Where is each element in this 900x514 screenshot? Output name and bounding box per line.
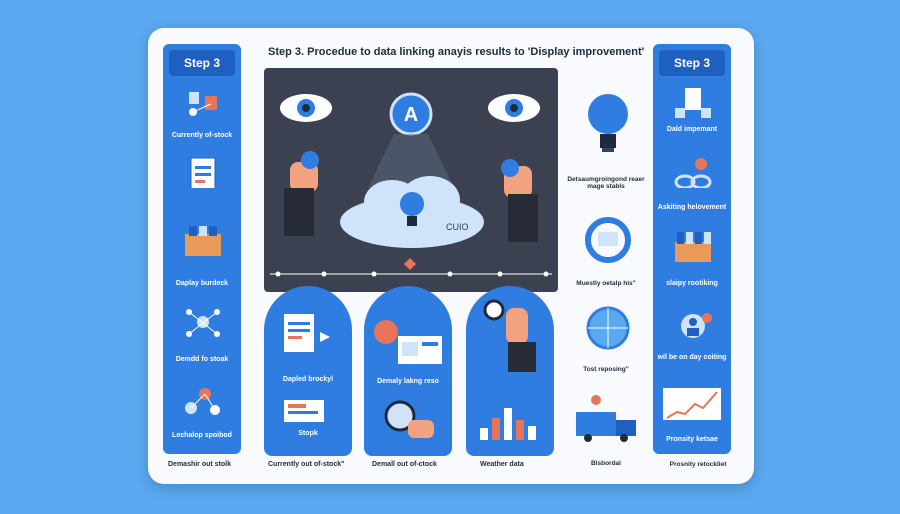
right-column-text-3: Tost reposing" <box>583 366 629 373</box>
right-item-5: Pronsity ketsae <box>666 436 718 443</box>
right-hand-icon <box>501 159 538 242</box>
link-nodes-icon <box>185 388 220 415</box>
central-scene: A CUIO <box>270 92 552 277</box>
right-item-2: Askiting helovement <box>657 204 727 211</box>
delivery-truck-icon <box>576 395 636 442</box>
left-item-4: Lechalop spoibod <box>172 432 232 439</box>
right-item-1: Dald impemant <box>666 126 718 133</box>
stock-boxes-icon <box>185 226 221 256</box>
left-item-3: Demdd fo stoak <box>175 356 229 363</box>
screen-icon <box>284 400 324 422</box>
left-eye-icon <box>280 94 332 122</box>
dashboard-icon <box>374 320 442 364</box>
right-panel-header: Step 3 <box>659 50 725 76</box>
caption-2: Currently out of-stock" <box>268 461 345 468</box>
right-item-3: slaipy rootiking <box>666 280 718 287</box>
refresh-cycle-icon <box>585 217 631 263</box>
lightbulb-icon <box>400 192 424 226</box>
caption-3: Demall out of-ctock <box>372 461 437 468</box>
hub-icon <box>186 309 220 337</box>
ai-badge-icon: A <box>389 92 433 136</box>
lightbulb-icon <box>588 94 628 152</box>
clipboard-icon <box>190 157 216 188</box>
diagram-title: Step 3. Procedue to data linking anayis … <box>268 46 645 58</box>
globe-icon <box>586 306 630 350</box>
bottom-panel-1-label: Dapled brockyl <box>282 376 334 383</box>
bottom-panel-1: Dapled brockyl Stopk <box>264 286 352 456</box>
right-column-text-2: Muestly oetalp his" <box>576 280 636 287</box>
network-icon <box>189 92 217 116</box>
left-item-1: Currently of-stock <box>171 132 233 139</box>
magnifier-hand-icon <box>384 400 434 438</box>
svg-text:A: A <box>404 104 418 126</box>
right-column-text-1: Detsaumgroingond reaer mage stabls <box>567 176 645 190</box>
right-column-text-4: Blsbordal <box>591 460 621 467</box>
hand-magnifier-icon <box>483 299 536 372</box>
left-hand-icon <box>284 151 319 236</box>
right-eye-icon <box>488 94 540 122</box>
trend-chart-icon <box>663 388 721 420</box>
chain-link-icon <box>674 158 712 188</box>
cloud-label: CUIO <box>446 222 469 232</box>
bottom-panel-2-label: Demaly lakng reso <box>377 378 439 385</box>
document-icon <box>675 88 711 118</box>
bottom-panel-2: Demaly lakng reso <box>364 286 452 456</box>
left-panel: Step 3 Currently of-stock Daplay burdeck… <box>163 44 241 454</box>
stock-boxes-icon <box>675 232 711 262</box>
left-panel-header: Step 3 <box>169 50 235 76</box>
caption-4: Weather data <box>480 461 524 468</box>
bottom-panel-1-sub: Stopk <box>298 430 318 437</box>
right-item-4: wil be on day coiting <box>657 354 727 361</box>
bottom-panel-3 <box>466 286 554 456</box>
caption-1: Demashir out stolk <box>168 461 232 468</box>
right-column-text-5: Prosnity retockliet <box>669 461 727 468</box>
left-item-2: Daplay burdeck <box>175 280 229 287</box>
bar-chart-icon <box>480 408 536 440</box>
right-panel: Step 3 Dald impemant Askiting helovement… <box>653 44 731 454</box>
person-icon <box>681 313 712 338</box>
report-icon <box>284 314 330 352</box>
